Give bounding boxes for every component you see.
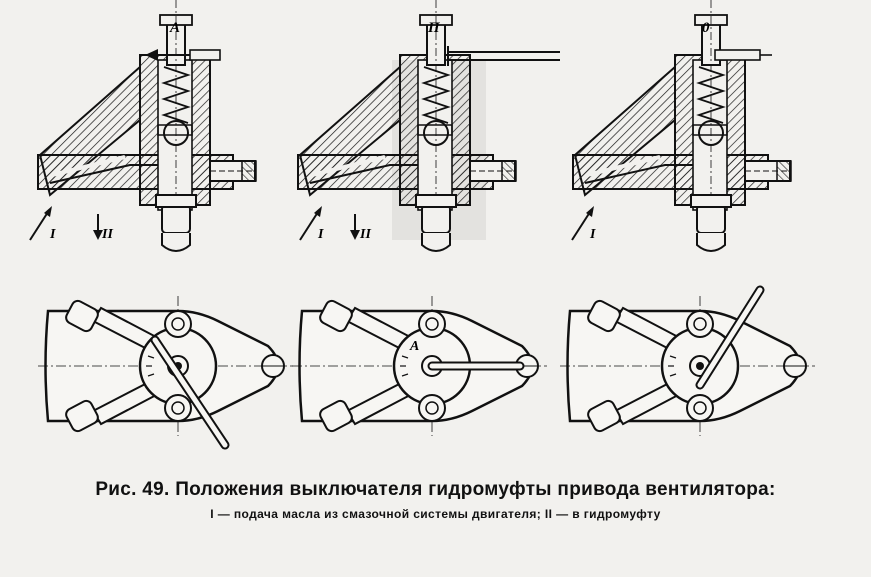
figure-caption-subtitle: I — подача масла из смазочной системы дв…	[210, 507, 661, 521]
figure-caption-title: Рис. 49. Положения выключателя гидромуфт…	[95, 479, 776, 500]
input-label-0: I	[589, 227, 596, 242]
section-view-p	[296, 0, 560, 253]
plan-view-0	[558, 285, 817, 438]
dial-mark-a: А	[409, 339, 419, 354]
section-view-0	[571, 0, 793, 253]
input-label-a: I	[49, 227, 56, 242]
plan-view-p: А	[290, 294, 549, 438]
output-label-p: II	[359, 227, 371, 242]
view-label-p: П	[427, 20, 441, 36]
input-label-p: I	[317, 227, 324, 242]
section-view-a	[29, 0, 258, 253]
view-label-a: А	[169, 20, 180, 36]
plan-view-a	[36, 294, 295, 450]
output-label-a: II	[101, 227, 113, 242]
view-label-0: 0	[702, 20, 710, 36]
